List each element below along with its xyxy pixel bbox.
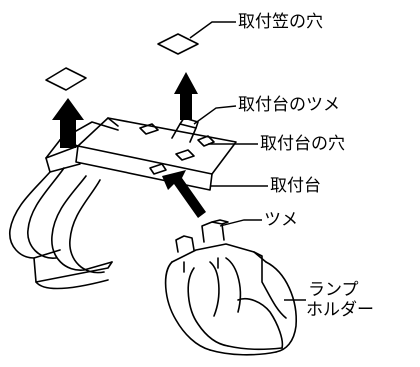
leader-mount-tab — [193, 105, 237, 125]
shade-hole-left — [45, 67, 87, 91]
label-tab: ツメ — [264, 210, 298, 230]
arrow-up-left — [52, 98, 84, 148]
label-shade-hole: 取付笠の穴 — [238, 12, 323, 32]
left-lamp-holders — [9, 167, 113, 290]
leader-tab — [219, 219, 262, 227]
label-mount: 取付台 — [270, 176, 321, 196]
right-lamp-holder — [164, 219, 297, 356]
arrow-diagonal — [162, 170, 206, 218]
shade-hole-right — [157, 33, 199, 55]
label-mount-tab: 取付台のツメ — [238, 95, 340, 115]
label-mount-hole: 取付台の穴 — [260, 134, 345, 154]
label-holder-line1: ランプ — [308, 280, 359, 300]
arrow-up-right — [174, 72, 198, 120]
leader-shade-hole — [189, 21, 236, 39]
label-holder-line2: ホルダー — [306, 300, 374, 320]
